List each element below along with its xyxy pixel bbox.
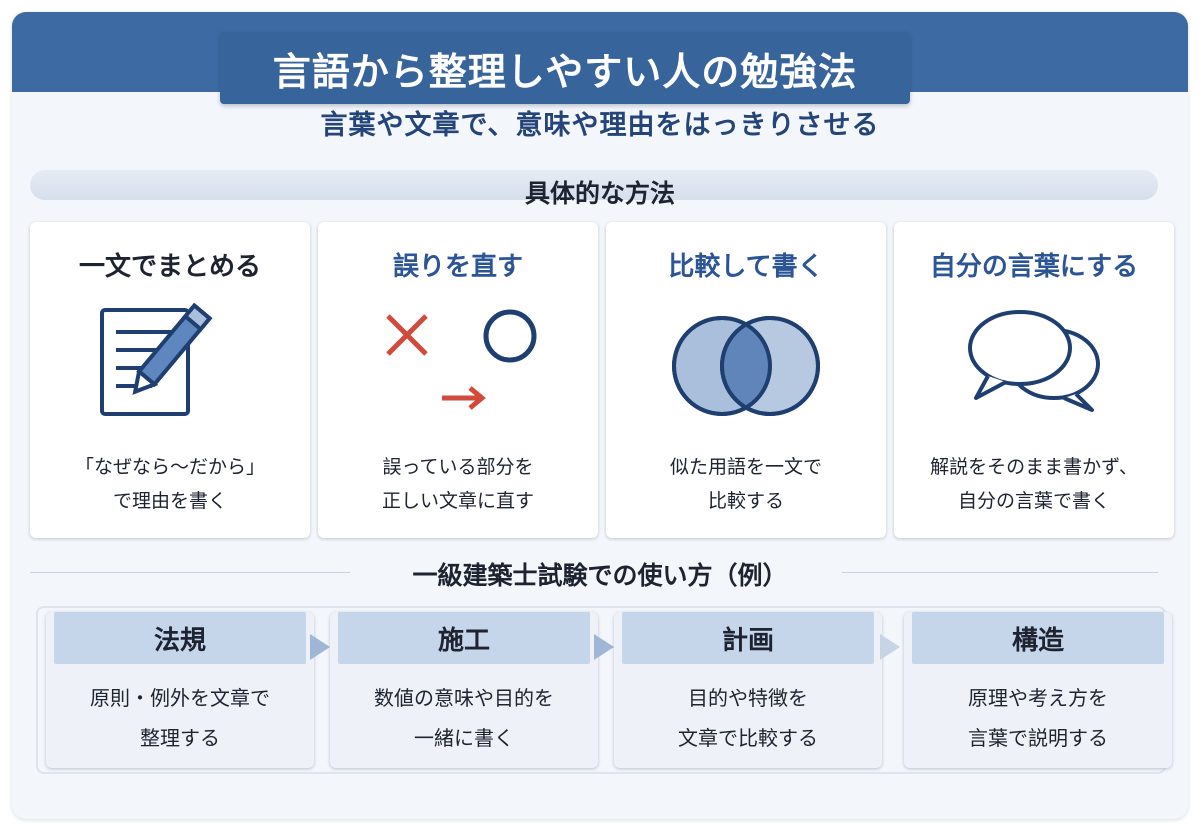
divider-left [30,572,350,573]
speech-bubbles-icon [968,310,1100,412]
section-band [30,170,1158,200]
title-banner: 言語から整理しやすい人の勉強法 [220,32,910,104]
method-desc: 似た用語を一文で 比較する [669,456,822,512]
method-title: 比較して書く [668,252,824,282]
divider-right [842,572,1158,573]
method-card-own-words: 自分の言葉にする 解説をそのまま書かず、 自分の言葉で書く [894,222,1174,538]
methods-heading: 具体的な方法 [524,179,675,208]
usage-step-kozo: 構造 原理や考え方を 言葉で説明する [904,612,1172,768]
step-title: 計画 [622,612,874,664]
flow-arrow-icon [880,634,900,660]
step-title: 構造 [912,612,1164,664]
step-title: 施工 [338,612,590,664]
usage-steps: 法規 原則・例外を文章で 整理する 施工 数値の意味や目的を 一緒に書く 計画 … [46,612,1176,768]
venn-diagram-icon [672,316,820,416]
step-desc: 目的や特徴を 文章で比較する [678,686,818,750]
usage-step-seko: 施工 数値の意味や目的を 一緒に書く [330,612,598,768]
document-pencil-icon [100,302,213,416]
method-cards: 一文でまとめる 「なぜなら〜だから」 で理由を書く 誤りを直す [30,222,1176,538]
method-title: 誤りを直す [392,252,523,282]
method-card-correct: 誤りを直す 誤っている部分を 正しい文章に直す [318,222,598,538]
method-title: 一文でまとめる [78,252,261,282]
method-desc: 解説をそのまま書かず、 自分の言葉で書く [930,456,1138,512]
flow-arrow-icon [310,634,330,660]
flow-arrow-icon [594,634,614,660]
usage-step-keikaku: 計画 目的や特徴を 文章で比較する [614,612,882,768]
step-desc: 原則・例外を文章で 整理する [90,686,270,750]
method-card-summarize: 一文でまとめる 「なぜなら〜だから」 で理由を書く [30,222,310,538]
usage-step-hoki: 法規 原則・例外を文章で 整理する [46,612,314,768]
method-card-compare: 比較して書く 似た用語を一文で 比較する [606,222,886,538]
step-desc: 原理や考え方を 言葉で説明する [968,686,1108,750]
method-desc: 「なぜなら〜だから」 で理由を書く [74,456,265,512]
step-title: 法規 [54,612,306,664]
page-title: 言語から整理しやすい人の勉強法 [272,49,858,94]
method-title: 自分の言葉にする [929,252,1139,282]
method-desc: 誤っている部分を 正しい文章に直す [381,456,534,512]
cross-circle-arrow-icon [386,309,537,410]
usage-heading: 一級建築士試験での使い方（例） [412,561,788,590]
step-desc: 数値の意味や目的を 一緒に書く [374,686,554,750]
subtitle: 言葉や文章で、意味や理由をはっきりさせる [320,110,880,141]
